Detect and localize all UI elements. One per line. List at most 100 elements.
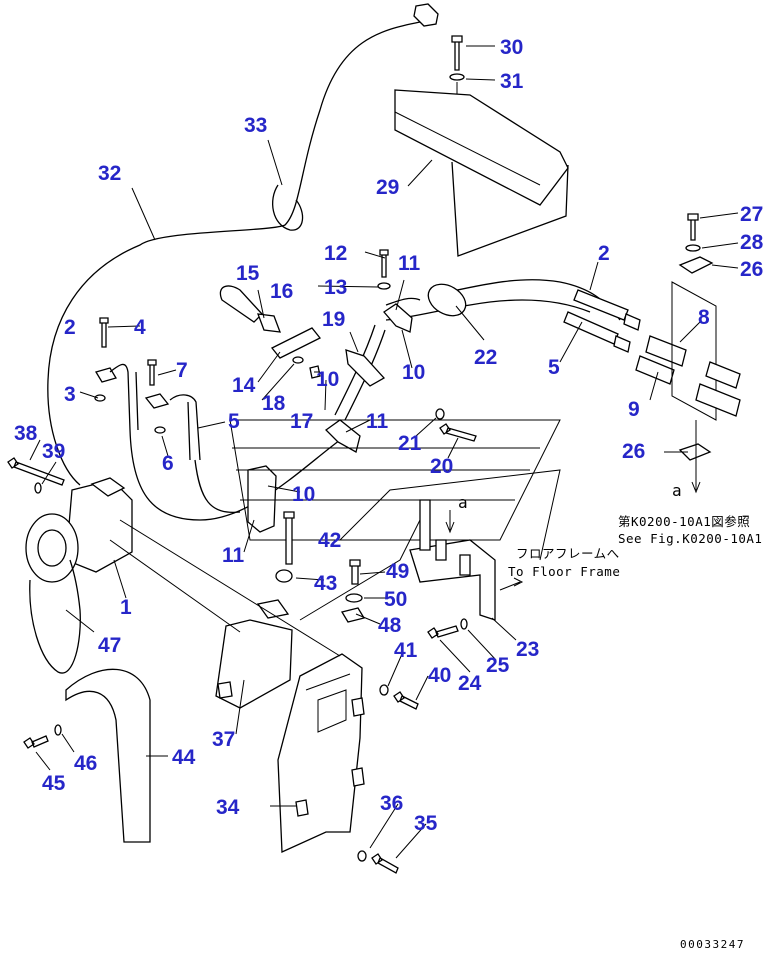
callout-50: 50 <box>384 588 407 611</box>
v-belt-47 <box>29 559 81 674</box>
callout-numbers: 30 31 33 32 29 27 28 26 12 11 2 15 16 13… <box>14 36 764 835</box>
callout-5-lower: 5 <box>228 410 240 433</box>
bolt-45 <box>23 735 49 749</box>
callout-32: 32 <box>98 162 121 185</box>
grommet-22 <box>427 283 467 317</box>
callout-15: 15 <box>236 262 260 285</box>
callout-48: 48 <box>378 614 402 637</box>
bolt-40 <box>393 691 419 710</box>
washer-50 <box>345 593 363 603</box>
reference-note-en: See Fig.K0200-10A1 <box>618 531 762 546</box>
clip-26-lower <box>678 443 712 461</box>
callout-6: 6 <box>162 452 174 475</box>
hose-fitting-2 <box>573 289 629 321</box>
callout-9: 9 <box>628 398 640 421</box>
washer-36 <box>357 850 367 862</box>
pipe-5 <box>169 394 201 461</box>
leader-lines <box>29 45 739 859</box>
belt-cover-44 <box>65 668 151 843</box>
callout-25: 25 <box>486 654 510 677</box>
bracket-37 <box>215 619 293 709</box>
callout-21: 21 <box>398 432 422 455</box>
washer-31 <box>449 73 465 81</box>
clamp-11-upper <box>383 303 413 333</box>
wire-harness <box>47 21 421 486</box>
callout-11-upper: 11 <box>398 252 421 275</box>
callout-10-middle: 10 <box>316 368 339 391</box>
callout-4: 4 <box>134 316 146 339</box>
bolt-27 <box>687 213 699 241</box>
washer-25 <box>460 618 468 630</box>
callout-41: 41 <box>394 639 418 662</box>
callout-11-middle: 11 <box>366 410 389 433</box>
callout-12: 12 <box>324 242 347 265</box>
callout-14: 14 <box>232 374 256 397</box>
bolt-7 <box>147 359 157 386</box>
callout-37: 37 <box>212 728 235 751</box>
callout-43: 43 <box>314 572 337 595</box>
view-a-marker-upper: a <box>458 493 468 512</box>
callout-26-lower: 26 <box>622 440 645 463</box>
callout-46: 46 <box>74 752 97 775</box>
bracket-23 <box>409 539 496 621</box>
callout-40: 40 <box>428 664 451 687</box>
drawing-number: 00033247 <box>680 938 745 951</box>
bolt-12 <box>379 249 389 278</box>
callout-36: 36 <box>380 792 403 815</box>
pipe-left <box>109 363 139 431</box>
callout-28: 28 <box>740 231 764 254</box>
callout-38: 38 <box>14 422 38 445</box>
callout-19: 19 <box>322 308 345 331</box>
callout-24: 24 <box>458 672 482 695</box>
callout-2-lower: 2 <box>64 316 76 339</box>
annotations: a a 第K0200-10A1図参照 See Fig.K0200-10A1 フロ… <box>458 481 762 951</box>
callout-10-lower: 10 <box>292 483 315 506</box>
washer-21 <box>435 408 445 420</box>
callout-20: 20 <box>430 455 453 478</box>
callout-27: 27 <box>740 203 763 226</box>
callout-44: 44 <box>172 746 196 769</box>
floor-frame-note-en: To Floor Frame <box>508 564 620 579</box>
harness-connector <box>413 3 439 27</box>
washer-39 <box>34 482 42 494</box>
grommet-19 <box>345 349 386 387</box>
washer-28 <box>685 244 701 252</box>
o-ring-3 <box>94 394 106 402</box>
callout-35: 35 <box>414 812 438 835</box>
callout-22: 22 <box>474 346 497 369</box>
callout-17: 17 <box>290 410 313 433</box>
clamp-15 <box>219 285 263 323</box>
clamp-11-middle <box>324 419 361 453</box>
bolt-35 <box>371 853 399 874</box>
reference-note-jp: 第K0200-10A1図参照 <box>618 514 750 529</box>
washer-41 <box>379 684 389 696</box>
fitting-9 <box>635 355 675 385</box>
callout-2-upper: 2 <box>598 242 610 265</box>
bracket-11-lower <box>247 465 277 533</box>
callout-45: 45 <box>42 772 66 795</box>
callout-1: 1 <box>120 596 132 619</box>
clip-26-upper <box>678 256 714 274</box>
bolt-30 <box>451 35 463 71</box>
fitting-8 <box>645 335 687 367</box>
callout-23: 23 <box>516 638 539 661</box>
washer-13 <box>377 282 391 290</box>
bracket-34 <box>277 653 363 853</box>
bolt-24 <box>427 625 459 639</box>
callout-11-lower: 11 <box>222 544 245 567</box>
callout-13: 13 <box>324 276 347 299</box>
view-a-marker-lower: a <box>672 481 682 500</box>
nut-43 <box>275 569 293 583</box>
callout-3: 3 <box>64 383 76 406</box>
washer-18 <box>292 356 304 364</box>
callout-8: 8 <box>698 306 710 329</box>
callout-31: 31 <box>500 70 524 93</box>
callout-34: 34 <box>216 796 240 819</box>
wire-clamp-33 <box>272 184 304 231</box>
callout-33: 33 <box>244 114 267 137</box>
floor-frame-note-jp: フロアフレームへ <box>516 546 620 561</box>
view-a-box <box>671 281 717 421</box>
bolt-4 <box>99 317 109 348</box>
